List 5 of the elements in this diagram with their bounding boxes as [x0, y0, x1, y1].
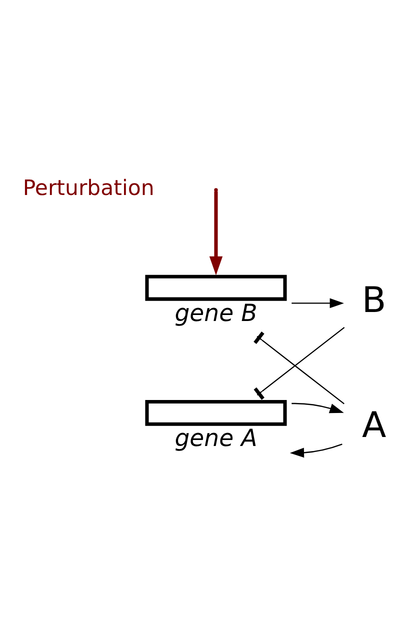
node-label: gene B: [174, 298, 258, 326]
node-label: gene A: [174, 423, 258, 452]
label: Perturbation: [22, 176, 154, 201]
node-text: A: [362, 404, 386, 446]
node-text: B: [362, 280, 386, 321]
